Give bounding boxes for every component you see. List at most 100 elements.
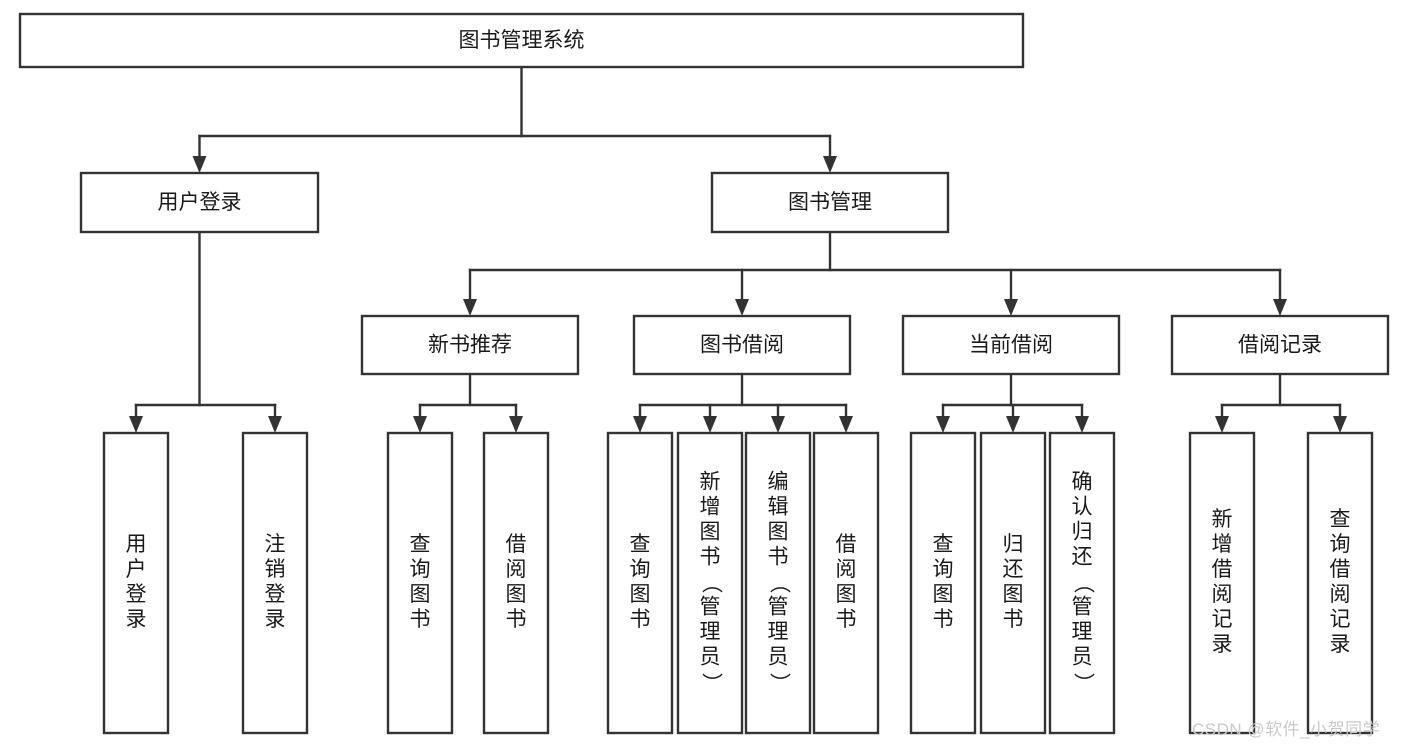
node-label-char: 图: [768, 521, 789, 544]
arrow-head-icon: [463, 299, 477, 316]
node-book-borrow[interactable]: 图书借阅: [632, 314, 852, 376]
node-label-char: 图: [836, 583, 857, 606]
node-label-char: 询: [1330, 533, 1351, 556]
arrow-head-icon: [1004, 299, 1018, 316]
node-label-char: （: [767, 573, 790, 594]
connector-group: [413, 372, 523, 433]
node-label-char: 书: [933, 608, 954, 631]
node-box[interactable]: [1048, 431, 1116, 735]
node-box[interactable]: [482, 431, 550, 735]
node-leaf-user-login[interactable]: 用户登录: [102, 431, 170, 735]
node-label-char: ）: [1071, 673, 1094, 694]
node-label-char: 编: [768, 471, 789, 494]
node-label-char: 归: [1003, 533, 1024, 556]
node-label-char: 新: [700, 471, 721, 494]
node-box[interactable]: [386, 431, 454, 735]
node-label: 图书管理系统: [459, 29, 585, 52]
node-box[interactable]: [79, 171, 320, 234]
node-box[interactable]: [360, 314, 580, 376]
connector-group: [1215, 372, 1347, 433]
node-box[interactable]: [1170, 314, 1390, 376]
node-box[interactable]: [901, 314, 1121, 376]
node-label-char: 查: [410, 533, 431, 556]
node-label-char: （: [1071, 573, 1094, 594]
node-label-char: 管: [768, 596, 789, 619]
node-label-char: 借: [506, 533, 527, 556]
node-label: 图书管理: [788, 191, 872, 214]
node-label-char: 书: [768, 546, 789, 569]
node-box[interactable]: [1188, 431, 1256, 735]
node-label-char: 注: [265, 533, 286, 556]
node-label-char: 图: [933, 583, 954, 606]
arrow-head-icon: [413, 416, 427, 433]
node-box[interactable]: [18, 12, 1025, 69]
node-user-login[interactable]: 用户登录: [79, 171, 320, 234]
node-label-char: 阅: [1330, 583, 1351, 606]
node-label-char: 图: [700, 521, 721, 544]
node-box[interactable]: [909, 431, 977, 735]
node-label-char: （: [699, 573, 722, 594]
node-current-borrow[interactable]: 当前借阅: [901, 314, 1121, 376]
node-label-char: 阅: [506, 558, 527, 581]
node-label: 新书推荐: [428, 334, 512, 357]
node-label-char: 书: [410, 608, 431, 631]
node-label-char: 管: [1072, 596, 1093, 619]
node-box[interactable]: [606, 431, 674, 735]
node-label-char: 图: [410, 583, 431, 606]
node-label-char: 询: [410, 558, 431, 581]
node-borrow-record[interactable]: 借阅记录: [1170, 314, 1390, 376]
connector-group: [129, 230, 282, 433]
node-label: 用户登录: [158, 191, 242, 214]
arrow-head-icon: [633, 416, 647, 433]
arrow-head-icon: [129, 416, 143, 433]
node-box[interactable]: [812, 431, 880, 735]
node-box[interactable]: [241, 431, 309, 735]
node-label-char: 增: [700, 496, 721, 519]
node-book-manage[interactable]: 图书管理: [710, 171, 950, 234]
node-label-char: 书: [700, 546, 721, 569]
node-box[interactable]: [632, 314, 852, 376]
node-label: 借阅记录: [1238, 334, 1322, 357]
node-label-char: 增: [1212, 533, 1233, 556]
node-label-char: 理: [768, 621, 789, 644]
node-label-char: 阅: [836, 558, 857, 581]
node-label-char: 查: [630, 533, 651, 556]
node-label-char: 询: [933, 558, 954, 581]
node-label-char: 理: [700, 621, 721, 644]
node-label-char: 录: [126, 608, 147, 631]
node-label-char: 新: [1212, 508, 1233, 531]
node-label-char: 书: [506, 608, 527, 631]
connector-layer: [129, 65, 1347, 433]
node-label-char: 书: [836, 608, 857, 631]
node-new-book-rec[interactable]: 新书推荐: [360, 314, 580, 376]
node-label-char: ）: [699, 673, 722, 694]
node-label-char: ）: [767, 673, 790, 694]
node-box[interactable]: [979, 431, 1047, 735]
node-box[interactable]: [1306, 431, 1374, 735]
node-label-char: 员: [1072, 646, 1093, 669]
node-box[interactable]: [744, 431, 812, 735]
node-box[interactable]: [676, 431, 744, 735]
node-label-char: 书: [1003, 608, 1024, 631]
node-box[interactable]: [102, 431, 170, 735]
node-box[interactable]: [710, 171, 950, 234]
node-label-char: 销: [265, 558, 286, 581]
node-label-char: 户: [126, 558, 147, 581]
node-root[interactable]: 图书管理系统: [18, 12, 1025, 69]
node-label-char: 询: [630, 558, 651, 581]
node-label-char: 书: [630, 608, 651, 631]
node-label-char: 登: [126, 583, 147, 606]
node-label-char: 借: [1212, 558, 1233, 581]
